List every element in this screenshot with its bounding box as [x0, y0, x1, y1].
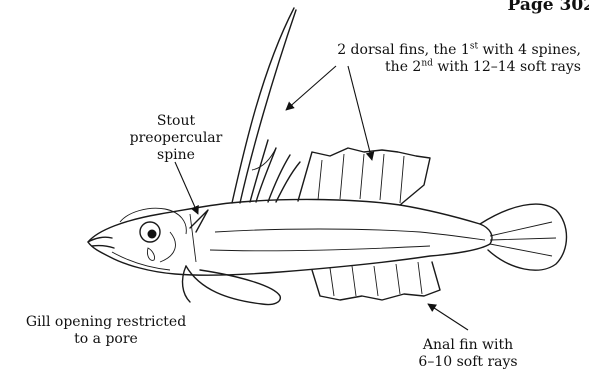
- page-number: Page 302: [508, 0, 589, 15]
- first-dorsal-fin: [232, 8, 300, 203]
- preopercular-spine-label: Stout preopercular spine: [114, 113, 238, 164]
- arrow-preopercular: [175, 162, 198, 214]
- arrow-anal-fin: [428, 304, 468, 330]
- annotation-arrows: [175, 66, 468, 330]
- preopercular-spine: [190, 210, 208, 232]
- gill-opening-label: Gill opening restricted to a pore: [6, 314, 206, 348]
- arrow-dorsal-first: [286, 66, 336, 110]
- anal-fin-label: Anal fin with 6–10 soft rays: [398, 337, 538, 371]
- arrow-dorsal-second: [348, 66, 372, 160]
- pectoral-fin: [183, 266, 281, 305]
- fish-body: [88, 199, 492, 275]
- second-dorsal-fin: [298, 148, 430, 205]
- caudal-fin: [480, 204, 567, 270]
- dorsal-fins-label: 2 dorsal fins, the 1st with 4 spines, th…: [337, 42, 581, 76]
